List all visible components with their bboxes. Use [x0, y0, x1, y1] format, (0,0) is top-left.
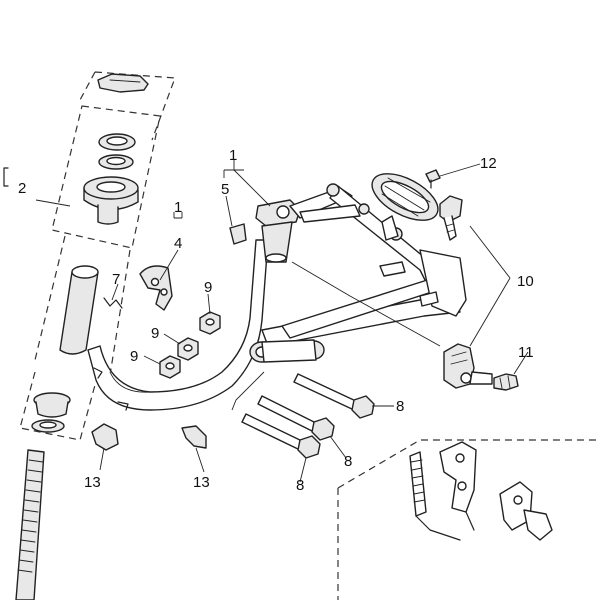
bolt-12 — [425, 169, 441, 189]
bearing-race-middle — [98, 154, 134, 170]
callout-9-middle: 9 — [151, 325, 159, 342]
bearing-race-lower — [83, 176, 139, 225]
callout-8-top: 8 — [396, 398, 404, 415]
bearing-race-upper — [98, 133, 136, 151]
callout-1-frame: 1 — [229, 147, 237, 164]
callout-13-right: 13 — [193, 474, 210, 491]
nut-9-upper — [199, 311, 221, 335]
callout-9-lower: 9 — [130, 348, 138, 365]
seat-lock-assembly — [443, 343, 493, 389]
callout-5: 5 — [221, 181, 229, 198]
callout-4: 4 — [174, 235, 182, 252]
steering-stem-tube — [59, 265, 99, 355]
cable-ties — [93, 367, 129, 411]
bracket-4 — [139, 265, 173, 311]
clip-13-left — [91, 423, 119, 451]
bolt-8-bottom — [241, 413, 321, 459]
top-cap-nut — [97, 73, 149, 93]
clip-5 — [229, 223, 247, 245]
callout-11: 11 — [518, 344, 534, 361]
lower-bearing-set — [31, 392, 71, 433]
leader-lines — [35, 160, 529, 483]
clip-13-right — [181, 425, 207, 449]
spring-7 — [103, 297, 123, 309]
side-stand-group — [337, 439, 600, 600]
nut-9-lower — [159, 355, 181, 379]
callout-7: 7 — [112, 271, 120, 288]
callout-9-upper: 9 — [204, 279, 212, 296]
bolt-11 — [493, 373, 519, 391]
callout-12: 12 — [480, 155, 497, 172]
callout-13-left: 13 — [84, 474, 101, 491]
bolt-8-top — [293, 373, 375, 419]
callout-10: 10 — [517, 273, 534, 290]
callout-8-middle: 8 — [344, 453, 352, 470]
callout-labels: 1 5 1 4 7 2 9 9 9 12 10 11 8 8 8 13 13 — [18, 147, 534, 494]
main-frame — [87, 183, 467, 411]
ignition-lock — [439, 195, 463, 241]
group-bracket-2 — [3, 167, 9, 187]
threaded-shaft — [15, 449, 45, 600]
callout-1-bracket: 1 — [174, 199, 182, 216]
callout-8-bottom: 8 — [296, 477, 304, 494]
bolt-8-middle — [257, 395, 335, 441]
steering-head-bearing-group — [3, 71, 176, 441]
steering-stem-plate — [371, 173, 439, 241]
nut-9-middle — [177, 337, 199, 361]
callout-2: 2 — [18, 180, 26, 197]
